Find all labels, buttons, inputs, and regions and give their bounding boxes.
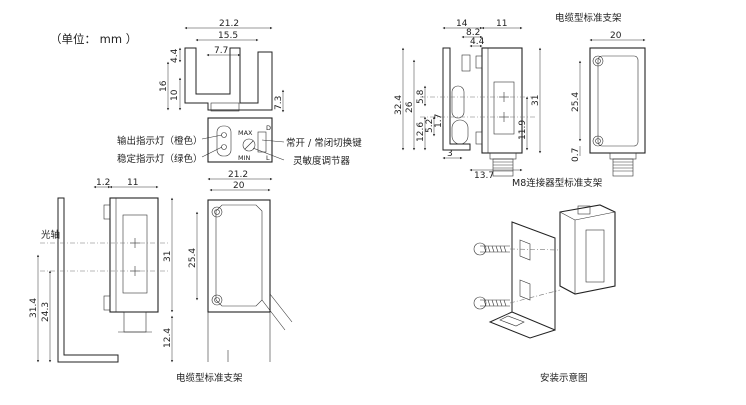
- side-dim-body-height: 31: [163, 251, 173, 262]
- m8-face-view: 20 25.4 0.7 电缆型标准支架: [555, 12, 646, 177]
- sensitivity-adjuster-knob: [242, 138, 256, 152]
- install-screw-bottom: [473, 289, 561, 310]
- front-view: MAX MIN D L 21.2 15.5 7.7 4.4 16 10 7.3 …: [117, 19, 362, 167]
- m8-dim-bracket-height: 26: [405, 101, 415, 113]
- front-dim-right-height: 7.3: [274, 96, 284, 110]
- m8-side-view: 14 11 8.2 4.4 32.4 26 5.8 12.6 5.2 1.7 1…: [394, 19, 603, 189]
- callout-mode-switch: 常开 / 常闭切换键: [286, 137, 362, 149]
- face-sensor-body: [207, 199, 271, 313]
- front-dim-width: 21.2: [219, 19, 239, 29]
- m8-face-dim-hole-pitch: 25.4: [571, 92, 581, 112]
- front-dim-slot-width: 7.7: [214, 46, 228, 56]
- m8-face-dim-offset: 0.7: [571, 148, 581, 162]
- m8-face-hole-top: [592, 55, 604, 67]
- m8-bracket: [442, 47, 471, 151]
- m8-dim-hole-offset: 5.2: [425, 119, 435, 133]
- installation-view: 安装示意图: [473, 204, 616, 384]
- m8-dim-overall-height: 32.4: [394, 95, 404, 115]
- m8-connector-nut: [489, 152, 517, 160]
- m8-face-lens-area: [597, 55, 639, 147]
- front-bracket-outline: [184, 47, 273, 111]
- side-dim-axis-height: 24.3: [41, 302, 51, 322]
- face-dim-overall-width: 21.2: [228, 170, 248, 180]
- m8-dim-connector-offset: 13.7: [474, 171, 494, 181]
- side-dim-depth: 11: [127, 178, 138, 188]
- m8-dim-tab-width: 4.4: [470, 37, 485, 47]
- front-dim-slot-span: 15.5: [218, 31, 238, 41]
- m8-connector-thread: [492, 158, 514, 177]
- indicator-window: [216, 125, 232, 157]
- callout-output-indicator: 输出指示灯（橙色）: [117, 135, 203, 147]
- m8-dim-body-height: 31: [531, 95, 541, 106]
- side-dim-cable-length: 12.4: [163, 328, 173, 348]
- optical-axis-label: 光轴: [41, 229, 60, 241]
- front-bracket-slot: [210, 102, 240, 112]
- front-dim-height: 16: [159, 80, 169, 92]
- face-view: 21.2 20 25.4 电缆型标准支架: [176, 170, 293, 384]
- side-bracket: [57, 197, 119, 363]
- m8-sensor-body: [481, 47, 523, 154]
- side-lens-window: [122, 214, 148, 294]
- install-caption: 安装示意图: [540, 372, 588, 384]
- m8-dim-bracket-lip: 3: [447, 149, 453, 159]
- callout-sensitivity-adjuster: 灵敏度调节器: [293, 155, 351, 167]
- m8-face-dim-width: 20: [610, 31, 622, 41]
- callout-stable-indicator: 稳定指示灯（绿色）: [117, 153, 203, 165]
- face-dim-hole-pitch: 25.4: [188, 248, 198, 268]
- m8-dim-tab-offset: 8.2: [466, 28, 480, 38]
- side-view: 光轴 1.2 11 31.4 24.3 31 12.4: [29, 178, 174, 363]
- side-dim-thickness: 1.2: [96, 178, 110, 188]
- panel-mark-d: D: [266, 124, 271, 132]
- face-lens-area: [215, 204, 263, 307]
- m8-face-hole-bottom: [592, 135, 604, 147]
- m8-face-connector-thread: [612, 158, 634, 177]
- m8-bracket-slot: [451, 85, 465, 119]
- m8-face-caption: 电缆型标准支架: [555, 12, 622, 24]
- install-sensor-body: [559, 204, 616, 295]
- m8-dim-axis-to-base: 11.9: [518, 120, 528, 140]
- m8-lens-window: [493, 81, 515, 135]
- face-mount-hole-bottom: [211, 294, 223, 306]
- m8-dim-lower-axis: 12.6: [416, 122, 426, 142]
- install-screw-top: [473, 242, 561, 256]
- face-view-caption: 电缆型标准支架: [176, 372, 243, 384]
- panel-mark-l: L: [266, 154, 270, 162]
- m8-side-caption: M8连接器型标准支架: [512, 177, 603, 189]
- face-mount-hole-top: [211, 206, 223, 218]
- panel-mark-min: MIN: [238, 154, 251, 162]
- install-sensor-lens: [585, 229, 605, 283]
- m8-dim-depth: 11: [496, 19, 507, 29]
- side-dim-overall-height: 31.4: [29, 298, 39, 318]
- face-cable: [261, 293, 293, 331]
- front-dim-top-offset: 4.4: [170, 48, 180, 63]
- sensor-top-panel: [207, 117, 273, 163]
- m8-dim-slot-length: 5.8: [416, 89, 426, 104]
- unit-label: （单位： mm ）: [50, 32, 137, 46]
- front-dim-lower-height: 10: [170, 89, 180, 101]
- m8-dim-bracket-offset: 14: [456, 19, 468, 29]
- mode-switch: [257, 131, 267, 153]
- panel-mark-max: MAX: [238, 129, 253, 137]
- face-dim-body-width: 20: [233, 181, 245, 191]
- m8-dim-small-gap: 1.7: [434, 114, 444, 128]
- side-cable-gland: [123, 311, 147, 333]
- install-bracket-plate: [511, 221, 556, 331]
